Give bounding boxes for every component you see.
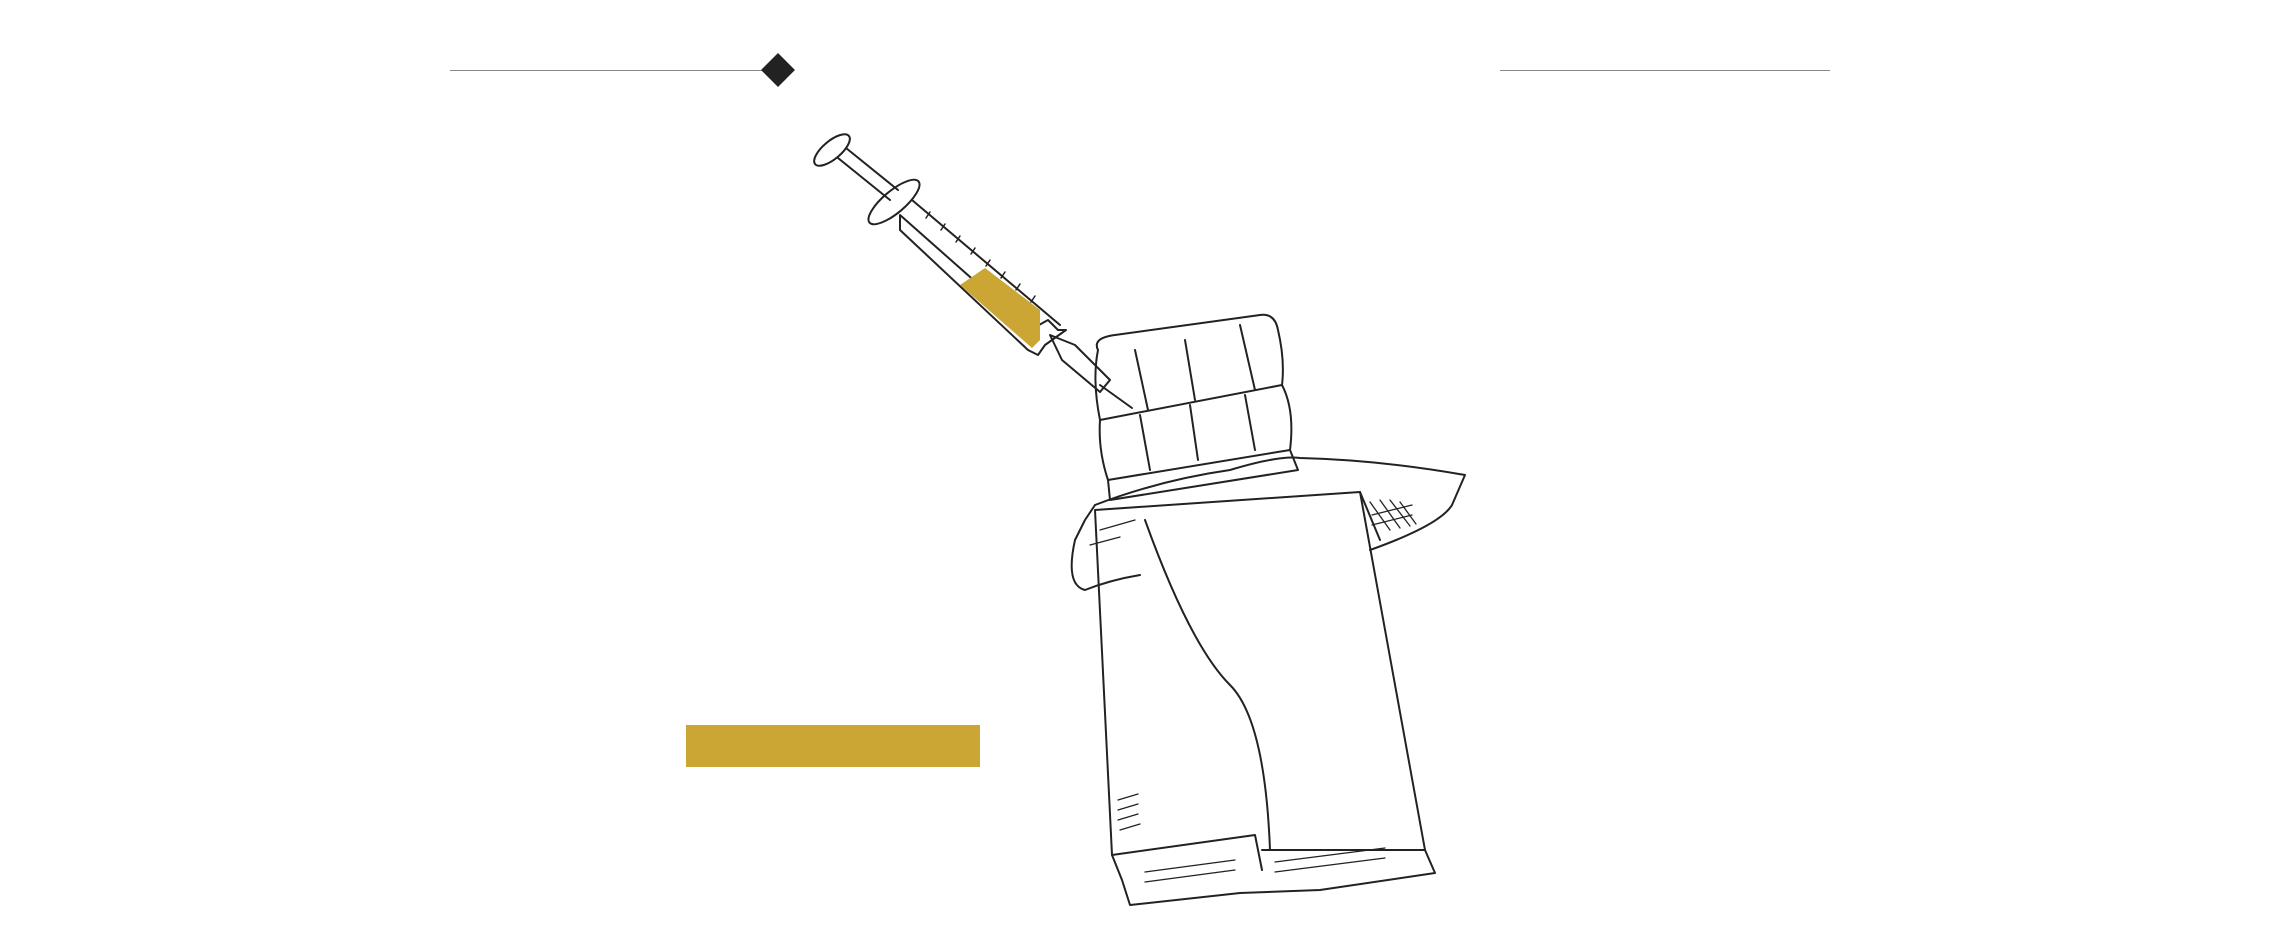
syringe-icon: [813, 133, 1133, 409]
divider-right: [1500, 70, 1830, 71]
divider-left: [450, 70, 770, 71]
accent-bar: [686, 725, 980, 767]
vial-icon: [1070, 313, 1466, 906]
